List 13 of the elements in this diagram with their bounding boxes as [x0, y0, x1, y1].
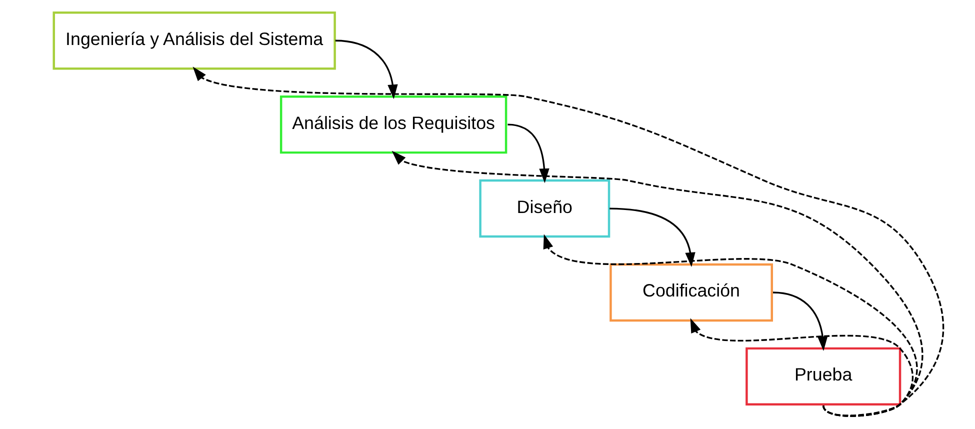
arrow: [192, 66, 944, 416]
arrow: [772, 292, 828, 351]
node-box: Codificación: [610, 263, 773, 322]
arrow: [690, 318, 914, 417]
node-box: Análisis de los Requisitos: [280, 95, 508, 154]
arrow: [610, 208, 696, 268]
arrow: [543, 234, 918, 417]
arrow: [508, 124, 550, 184]
arrow: [335, 40, 398, 100]
arrow: [392, 150, 924, 417]
node-box: Ingeniería y Análisis del Sistema: [52, 12, 336, 70]
node-box: Prueba: [746, 347, 902, 406]
node-box: Diseño: [479, 179, 610, 238]
